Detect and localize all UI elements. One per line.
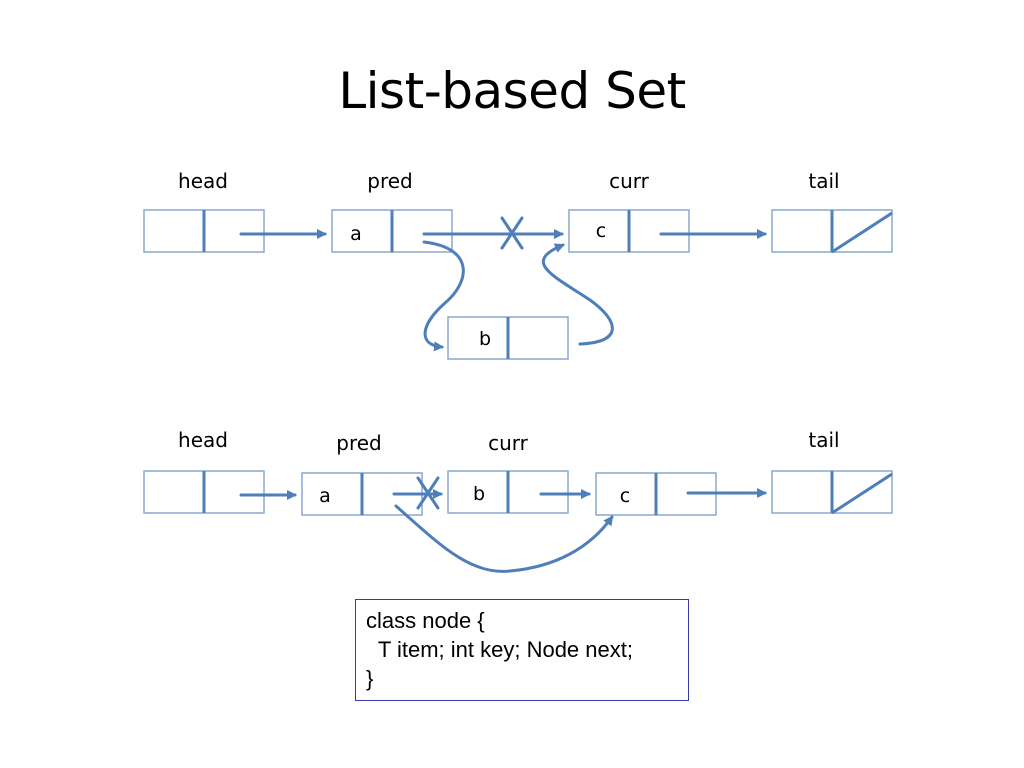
- top-tail-label: tail: [808, 169, 839, 193]
- bottom-cross-mark: [416, 476, 440, 510]
- bottom-head-node: [143, 470, 265, 514]
- bottom-arrow-a-to-c: [394, 504, 614, 573]
- top-node-b: b: [447, 316, 569, 360]
- top-arrow-b-to-c: [541, 243, 614, 346]
- bottom-tail-node: [771, 470, 893, 515]
- bottom-curr-label: curr: [488, 431, 529, 455]
- bottom-pred-label: pred: [336, 431, 381, 455]
- top-diagram: head pred curr tail a c: [143, 169, 893, 360]
- top-node-c: c: [568, 209, 690, 253]
- bottom-diagram: head pred curr tail a b c: [143, 428, 893, 573]
- bottom-null-slash: [831, 472, 893, 515]
- top-node-c-item: c: [596, 220, 606, 242]
- bottom-node-a-item: a: [319, 485, 331, 507]
- code-line-3: }: [366, 666, 374, 691]
- top-null-slash: [831, 211, 893, 254]
- top-tail-node: [771, 209, 893, 254]
- top-head-label: head: [178, 169, 228, 193]
- code-line-1: class node {: [366, 608, 485, 633]
- top-node-b-item: b: [479, 328, 491, 350]
- bottom-tail-label: tail: [808, 428, 839, 452]
- top-cross-mark: [500, 216, 524, 250]
- slide-title: List-based Set: [338, 62, 686, 120]
- top-arrow-a-to-b: [422, 240, 465, 352]
- top-node-a-item: a: [350, 223, 362, 245]
- bottom-node-c: c: [595, 472, 717, 516]
- top-pred-label: pred: [367, 169, 412, 193]
- bottom-node-c-item: c: [620, 485, 630, 507]
- node-class-code-box: class node { T item; int key; Node next;…: [355, 599, 689, 701]
- bottom-node-b: b: [447, 470, 569, 514]
- bottom-node-b-item: b: [473, 483, 485, 505]
- code-line-2: T item; int key; Node next;: [366, 637, 633, 662]
- top-head-node: [143, 209, 265, 253]
- top-curr-label: curr: [609, 169, 650, 193]
- top-node-a: a: [331, 209, 453, 253]
- bottom-head-label: head: [178, 428, 228, 452]
